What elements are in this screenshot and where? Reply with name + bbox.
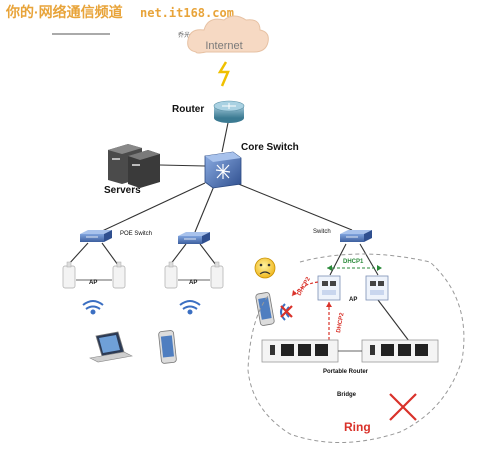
laptop-icon <box>89 331 133 363</box>
link-poe1-ap2 <box>101 242 119 266</box>
ap-label-3: AP <box>349 297 357 303</box>
dhcp1-link: DHCP1 <box>327 259 382 271</box>
core-switch-label: Core Switch <box>241 142 299 153</box>
lightning-icon <box>217 61 230 87</box>
smartphone-icon <box>158 330 177 364</box>
brand-title: 你的·网络通信频道 <box>5 4 123 20</box>
router: Router <box>172 100 245 123</box>
poe-switch-2 <box>178 232 210 244</box>
link-router-core <box>221 117 230 153</box>
dhcp2-lower-link: DHCP2 <box>326 302 346 340</box>
ap-wall-2: AP <box>164 261 224 289</box>
blocked-x-large-icon <box>389 393 417 421</box>
bridge-label: Bridge <box>337 392 357 398</box>
blocked-x-small-icon <box>280 305 293 318</box>
portable-router-label: Portable Router <box>323 369 369 375</box>
link-core-poe1 <box>99 182 206 233</box>
ap-dhcp-1 <box>317 275 341 301</box>
switch-3 <box>340 230 372 242</box>
dhcp2-label-upper: DHCP2 <box>297 276 313 297</box>
wifi-icon <box>179 300 201 315</box>
ap-label-1: AP <box>89 280 97 286</box>
link-core-switch <box>235 182 353 231</box>
switch-label: Switch <box>313 229 331 235</box>
core-switch: Core Switch <box>204 142 299 189</box>
ap-dhcp-2 <box>365 275 389 301</box>
link-poe2-ap1 <box>169 243 187 266</box>
link-servers-core <box>159 164 206 167</box>
ring-boundary <box>247 253 465 444</box>
portable-router-1 <box>261 339 339 363</box>
dhcp2-upper-link: DHCP2 <box>291 276 319 297</box>
ap-wall-1: AP <box>62 261 126 289</box>
wifi-icon <box>82 300 104 315</box>
site-domain: net.it168.com <box>140 6 234 20</box>
link-switch-ap1 <box>329 243 347 276</box>
poe-switch-1 <box>80 230 112 242</box>
core-switch-arrows-icon <box>215 164 231 179</box>
internet-label: Internet <box>205 40 242 52</box>
internet-cloud: Internet <box>187 15 269 54</box>
link-poe1-ap1 <box>67 242 89 266</box>
servers: Servers <box>104 144 160 196</box>
sad-face-icon <box>254 257 276 279</box>
link-poe2-ap2 <box>199 243 217 266</box>
servers-label: Servers <box>104 185 141 196</box>
dhcp1-label: DHCP1 <box>343 259 364 265</box>
link-switch-ap2 <box>359 243 379 276</box>
link-core-poe2 <box>194 185 215 233</box>
router-arrows-icon <box>222 103 236 109</box>
links <box>67 117 413 346</box>
portable-router-2 <box>361 339 439 363</box>
link-ap2-portable <box>377 299 413 346</box>
dhcp2-label-lower: DHCP2 <box>336 312 346 334</box>
poe-switch-label: POE Switch <box>120 231 152 237</box>
ap-label-2: AP <box>189 280 197 286</box>
ring-label: Ring <box>344 420 371 434</box>
router-label: Router <box>172 104 204 115</box>
smartphone-icon-roaming <box>255 292 275 326</box>
